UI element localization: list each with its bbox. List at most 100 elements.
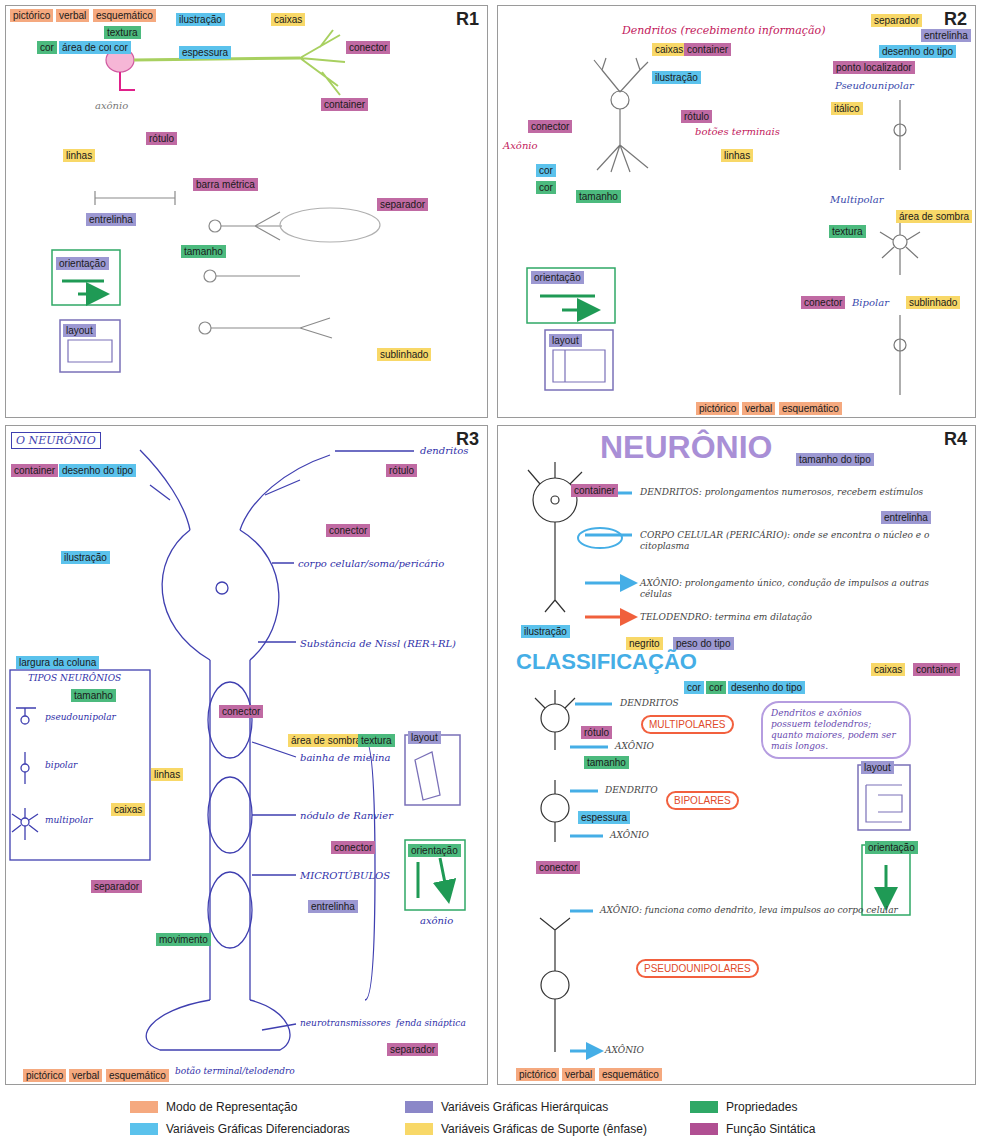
node-text: cor bbox=[40, 41, 54, 54]
node-text: ilustração bbox=[524, 625, 567, 638]
annotation-tag: conector bbox=[346, 41, 390, 54]
node-text: container bbox=[574, 484, 615, 497]
annotation-tag: esquemático bbox=[106, 1069, 169, 1082]
node-text: cor bbox=[114, 41, 128, 54]
annotation-tag: container bbox=[11, 464, 58, 477]
legend-text: Variáveis Gráficas Hierárquicas bbox=[441, 1100, 608, 1114]
annotation-tag: espessura bbox=[578, 811, 630, 824]
handwritten-note: dendritos bbox=[420, 445, 468, 458]
annotation-tag: separador bbox=[871, 14, 922, 27]
node-text: cor bbox=[709, 681, 723, 694]
node-text: verbal bbox=[72, 1069, 99, 1082]
r4-sketch bbox=[528, 462, 910, 1052]
handwritten-note: MICROTÚBULOS bbox=[300, 870, 390, 883]
node-text: ponto localizador bbox=[836, 61, 912, 74]
handwritten-note: Dendritos (recebimento informação) bbox=[622, 24, 825, 38]
annotation-tag: itálico bbox=[831, 102, 863, 115]
legend-swatch bbox=[690, 1123, 718, 1135]
node-text: container bbox=[687, 43, 728, 56]
annotation-tag: entrelinha bbox=[308, 900, 358, 913]
annotation-tag: textura bbox=[829, 225, 866, 238]
node-text: rótulo bbox=[684, 110, 709, 123]
node-text: movimento bbox=[159, 933, 208, 946]
annotation-tag: tamanho bbox=[584, 756, 629, 769]
handwritten-note: fenda sináptica bbox=[396, 1018, 466, 1029]
node-text: área de sombra bbox=[291, 734, 361, 747]
node-text: separador bbox=[94, 880, 139, 893]
annotation-tag: área de sombra bbox=[288, 734, 364, 747]
handwritten-note: AXÔNIO bbox=[615, 741, 654, 752]
annotation-tag: separador bbox=[377, 198, 428, 211]
node-text: espessura bbox=[182, 46, 228, 59]
annotation-tag: ponto localizador bbox=[833, 61, 915, 74]
node-text: entrelinha bbox=[924, 29, 968, 42]
annotation-tag: espessura bbox=[179, 46, 231, 59]
annotation-tag: conector bbox=[801, 296, 845, 309]
annotation-tag: layout bbox=[861, 761, 894, 774]
node-text: conector bbox=[222, 705, 260, 718]
node-text: tamanho bbox=[184, 245, 223, 258]
annotation-tag: caixas bbox=[111, 803, 145, 816]
class-box: PSEUDOUNIPOLARES bbox=[636, 959, 759, 978]
handwritten-note: botões terminais bbox=[695, 126, 780, 139]
annotation-tag: cor bbox=[684, 681, 704, 694]
node-text: sublinhado bbox=[909, 296, 957, 309]
node-text: esquemático bbox=[109, 1069, 166, 1082]
node-text: área de cor bbox=[62, 41, 113, 54]
annotation-tag: caixas bbox=[652, 43, 686, 56]
node-text: esquemático bbox=[782, 402, 839, 415]
handwritten-note: Substância de Nissl (RER+RL) bbox=[300, 638, 456, 651]
handwritten-note: DENDRITO bbox=[605, 785, 658, 796]
annotation-tag: textura bbox=[104, 26, 141, 39]
node-text: Dendritos e axônios possuem telodendros;… bbox=[771, 708, 901, 752]
annotation-tag: container bbox=[913, 663, 960, 676]
annotation-tag: orientação bbox=[531, 271, 584, 284]
annotation-tag: conector bbox=[528, 120, 572, 133]
annotation-tag: sublinhado bbox=[906, 296, 960, 309]
annotation-tag: textura bbox=[358, 734, 395, 747]
node-text: separador bbox=[874, 14, 919, 27]
annotation-tag: layout bbox=[408, 731, 441, 744]
node-text: textura bbox=[361, 734, 392, 747]
node-text: verbal bbox=[59, 9, 86, 22]
node-text: conector bbox=[539, 861, 577, 874]
annotation-tag: conector bbox=[219, 705, 263, 718]
annotation-tag: ilustração bbox=[521, 625, 570, 638]
annotation-tag: esquemático bbox=[599, 1068, 662, 1081]
annotation-tag: container bbox=[321, 98, 368, 111]
node-text: rótulo bbox=[149, 132, 174, 145]
node-text: caixas bbox=[874, 663, 902, 676]
node-text: negrito bbox=[629, 637, 660, 650]
node-text: separador bbox=[380, 198, 425, 211]
annotation-tag: ilustração bbox=[176, 13, 225, 26]
node-text: desenho do tipo bbox=[731, 681, 802, 694]
handwritten-note: axônio bbox=[95, 100, 128, 113]
handwritten-note: botão terminal/telodendro bbox=[175, 1066, 295, 1077]
node-text: ilustração bbox=[64, 551, 107, 564]
node-text: entrelinha bbox=[884, 511, 928, 524]
node-text: orientação bbox=[411, 844, 458, 857]
title-box: O NEURÔNIO bbox=[11, 432, 101, 449]
annotation-tag: conector bbox=[536, 861, 580, 874]
node-text: layout bbox=[411, 731, 438, 744]
node-text: conector bbox=[804, 296, 842, 309]
node-text: orientação bbox=[534, 271, 581, 284]
node-text: ilustração bbox=[655, 71, 698, 84]
node-text: desenho do tipo bbox=[882, 45, 953, 58]
class-box: MULTIPOLARES bbox=[641, 715, 734, 734]
annotation-tag: pictórico bbox=[23, 1069, 66, 1082]
annotation-tag: ilustração bbox=[61, 551, 110, 564]
node-text: peso do tipo bbox=[676, 637, 731, 650]
annotation-tag: largura da coluna bbox=[16, 656, 99, 669]
handwritten-note: CORPO CELULAR (PERICÁRIO): onde se encon… bbox=[640, 530, 940, 553]
node-text: pictórico bbox=[13, 9, 50, 22]
title-text: NEURÔNIO bbox=[600, 430, 772, 465]
node-text: orientação bbox=[59, 257, 106, 270]
annotation-tag: rótulo bbox=[581, 726, 612, 739]
node-text: conector bbox=[334, 841, 372, 854]
node-text: linhas bbox=[154, 768, 180, 781]
handwritten-note: AXÔNIO bbox=[605, 1045, 644, 1056]
annotation-tag: layout bbox=[63, 324, 96, 337]
panel-label: R2 bbox=[944, 9, 967, 30]
annotation-tag: cor bbox=[37, 41, 57, 54]
